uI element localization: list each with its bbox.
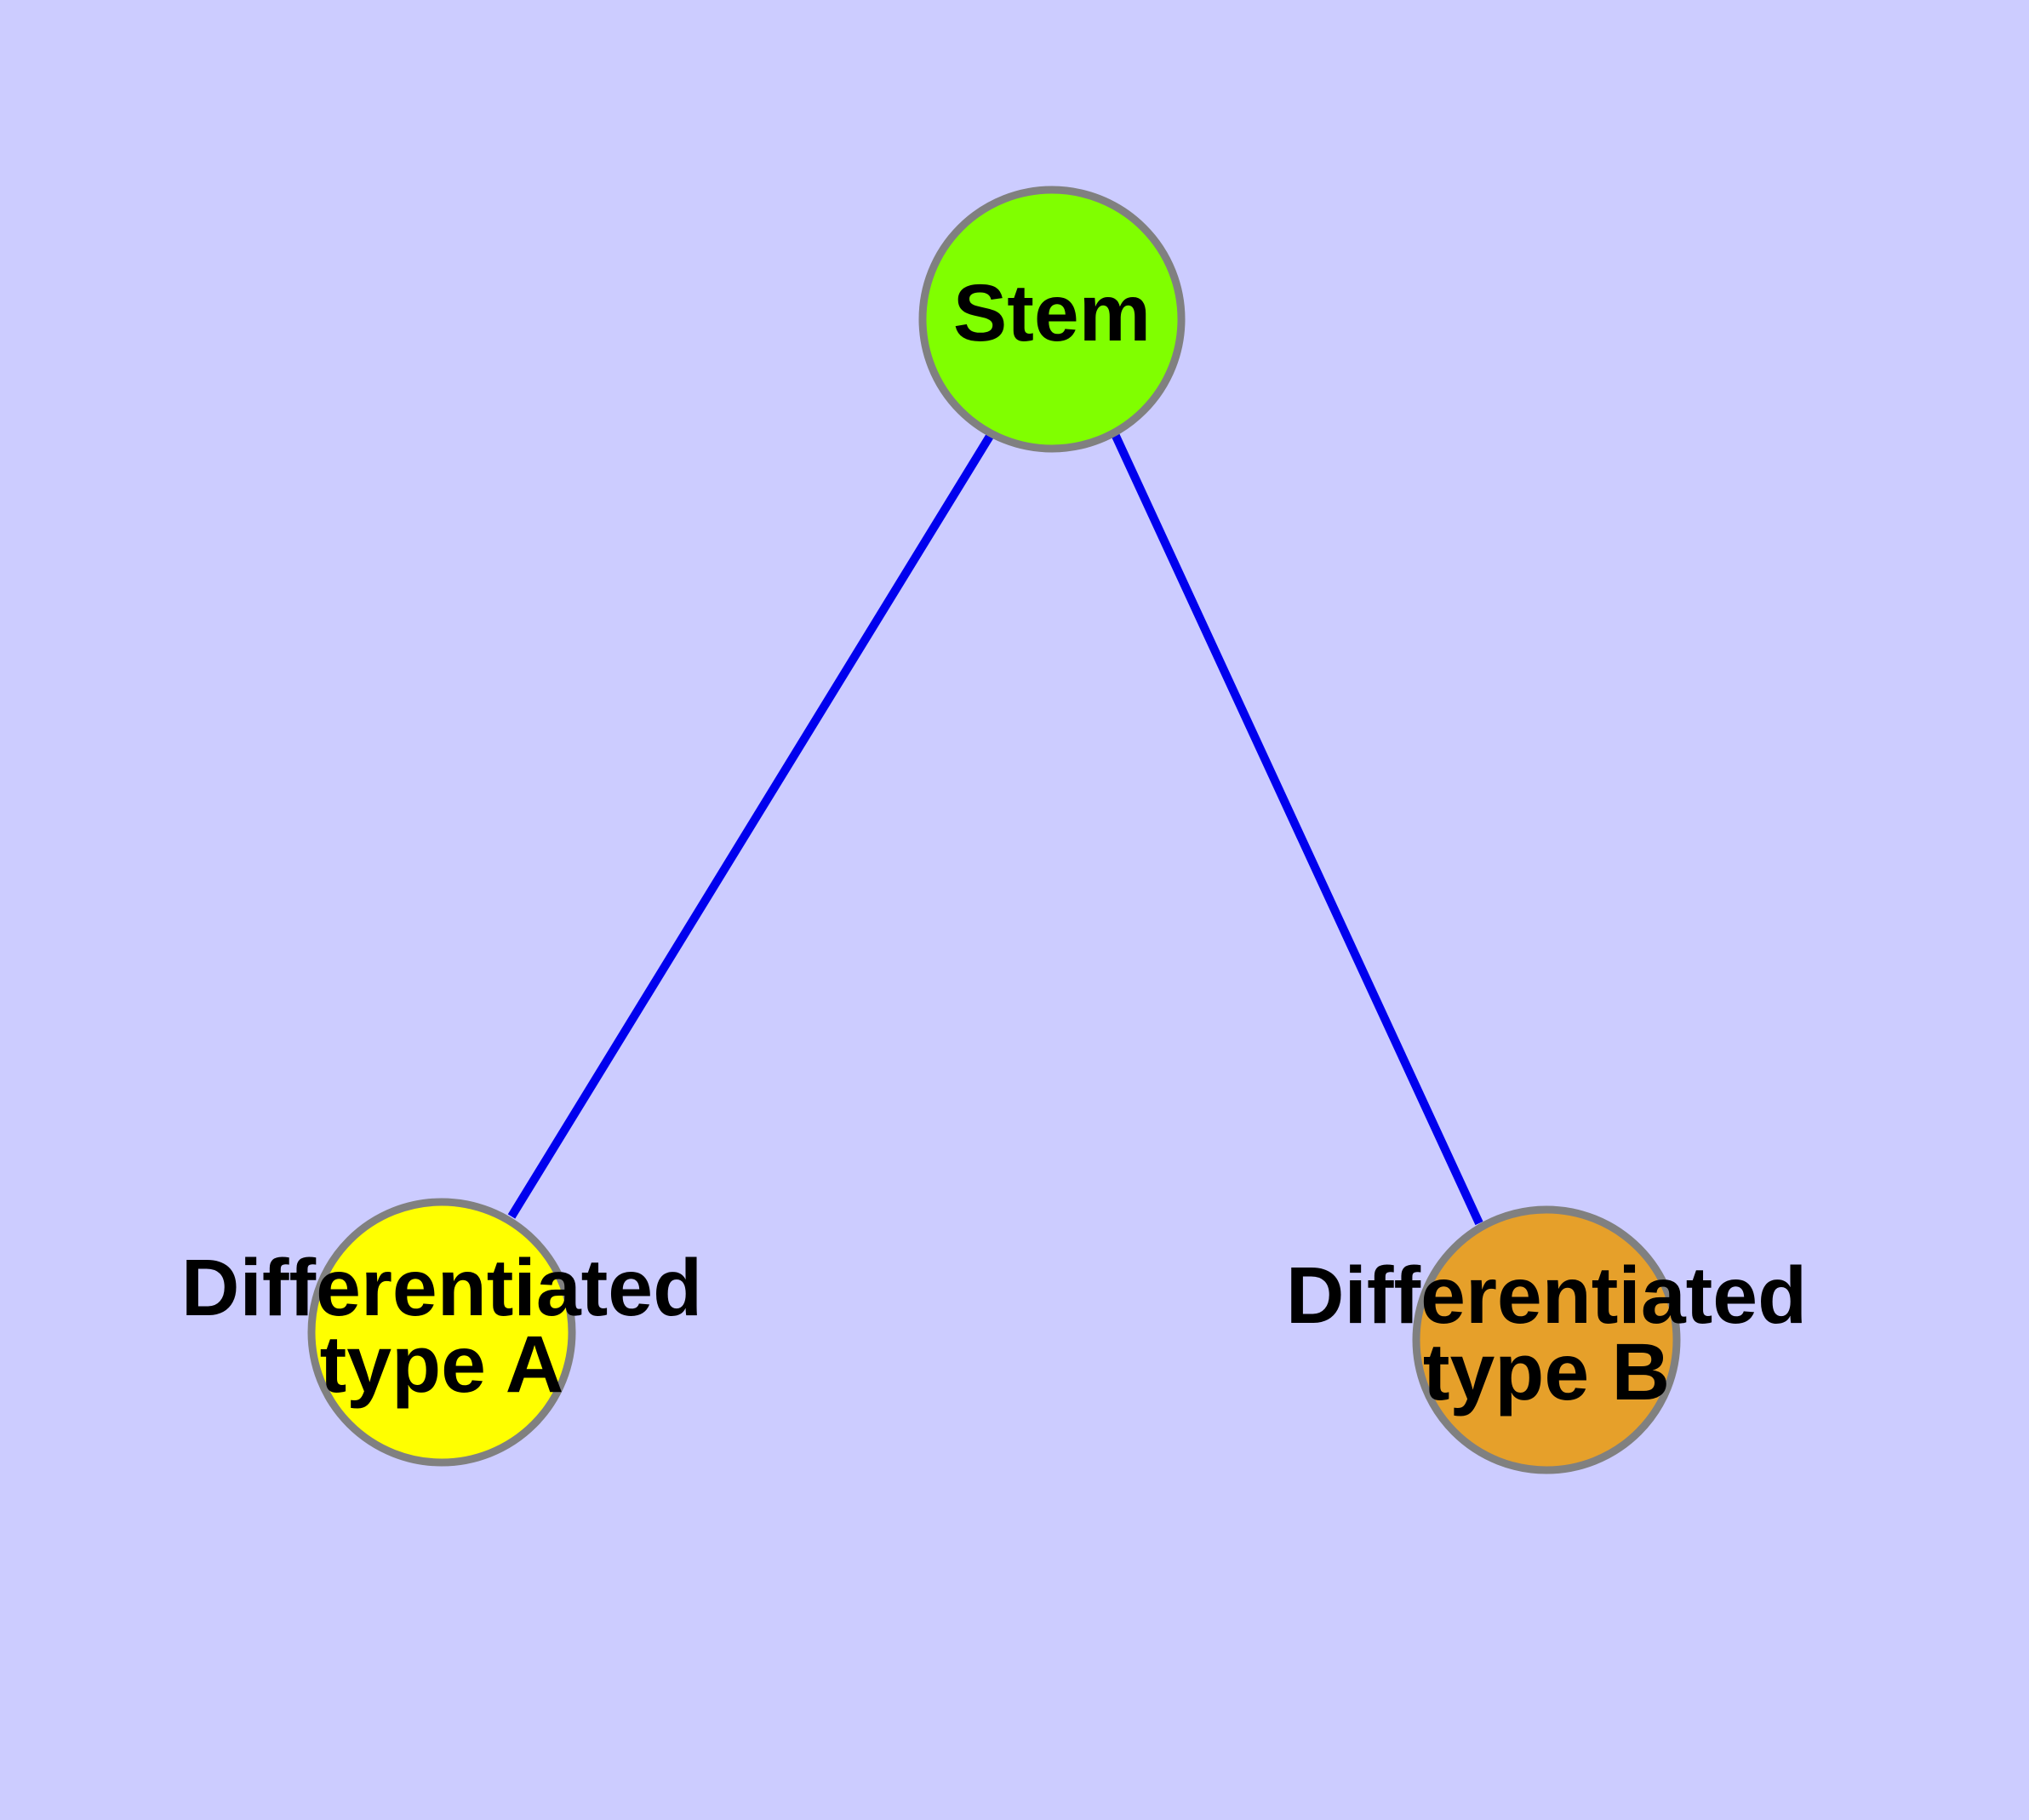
node-diff-a-label-line2: type A: [320, 1319, 564, 1410]
node-diff-b-circle[interactable]: [1412, 1205, 1681, 1474]
node-stem-label-line1: Stem: [953, 268, 1151, 358]
node-diff-a-label: Differentiated type A: [181, 1243, 702, 1410]
nodes-layer: [307, 186, 1681, 1474]
node-stem-circle[interactable]: [918, 186, 1186, 453]
node-stem-label: Stem: [953, 268, 1151, 358]
node-diff-b-label-line2: type B: [1423, 1327, 1670, 1417]
node-diff-b-label: Differentiated type B: [1286, 1251, 1807, 1417]
node-diff-a-circle[interactable]: [307, 1198, 576, 1467]
edge-stem-to-diff-a[interactable]: [507, 431, 996, 1219]
edge-stem-to-diff-b[interactable]: [1111, 432, 1483, 1226]
node-stem[interactable]: [918, 186, 1186, 453]
node-diff-a-label-line1: Differentiated: [181, 1243, 702, 1333]
node-diff-b-label-line1: Differentiated: [1286, 1251, 1807, 1341]
node-diff-a[interactable]: [307, 1198, 576, 1467]
labels-layer: Stem Differentiated type A Differentiate…: [181, 268, 1807, 1417]
node-diff-b[interactable]: [1412, 1205, 1681, 1474]
edges-layer: [507, 431, 1483, 1226]
